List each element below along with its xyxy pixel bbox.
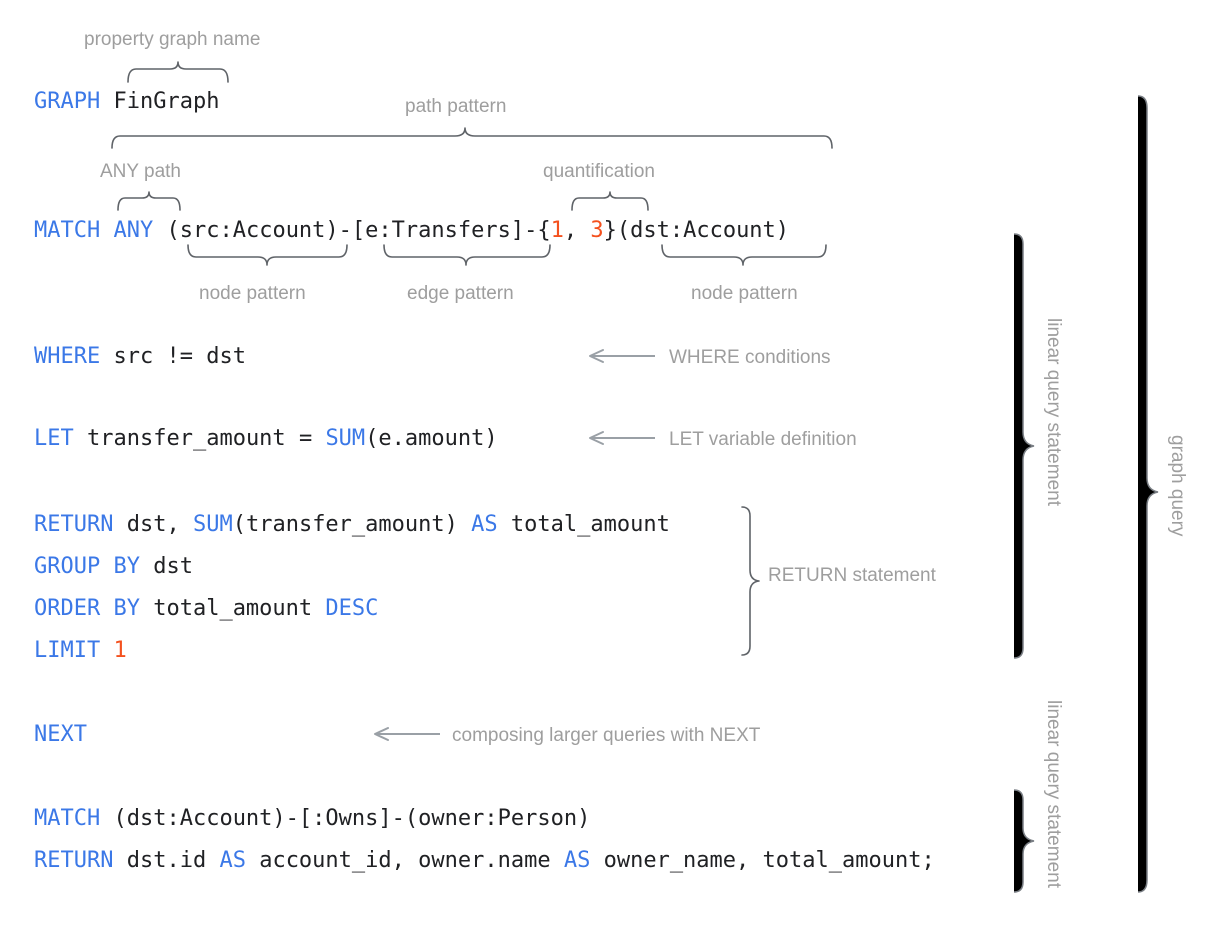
label-property-graph-name: property graph name — [84, 29, 261, 50]
return-2-a: dst.id — [126, 848, 220, 873]
let-variable-name: transfer_amount — [87, 426, 286, 451]
arrow-where-conditions — [587, 348, 657, 364]
keyword-next: NEXT — [34, 722, 87, 747]
arrow-composing-with-next — [372, 726, 442, 742]
keyword-desc: DESC — [325, 596, 379, 621]
return-2-b: account_id, owner.name — [245, 848, 564, 873]
quant-close-brace: } — [603, 218, 617, 243]
code-line-return-1: RETURN dst, SUM(transfer_amount) AS tota… — [34, 514, 670, 536]
sp8 — [140, 554, 153, 579]
code-line-let: LET transfer_amount = SUM(e.amount) — [34, 428, 498, 450]
order-by-expression: total_amount — [153, 596, 313, 621]
function-sum: SUM — [325, 426, 366, 451]
sp6 — [312, 426, 325, 451]
code-line-group-by: GROUP BY dst — [34, 556, 193, 578]
brace-node-pattern-dst — [660, 244, 830, 267]
sp11 — [100, 638, 113, 663]
quant-upper-bound: 3 — [590, 218, 604, 243]
return-columns: dst, — [126, 512, 193, 537]
label-any-path: ANY path — [100, 161, 181, 182]
keyword-any: ANY — [113, 218, 154, 243]
sp9 — [140, 596, 153, 621]
src-node-pattern: (src:Account) — [166, 218, 339, 243]
code-line-where: WHERE src != dst — [34, 346, 246, 368]
keyword-return: RETURN — [34, 512, 114, 537]
code-line-order-by: ORDER BY total_amount DESC — [34, 598, 378, 620]
dash-1: - — [338, 218, 352, 243]
return-alias: total_amount — [497, 512, 670, 537]
keyword-match-2: MATCH — [34, 806, 101, 831]
keyword-limit: LIMIT — [34, 638, 101, 663]
return-sum-argument: (transfer_amount) — [232, 512, 472, 537]
brace-linear-query-statement-2 — [1010, 788, 1038, 894]
edge-pattern-text: [e:Transfers] — [351, 218, 525, 243]
label-node-pattern-src: node pattern — [199, 283, 306, 304]
brace-linear-query-statement-1 — [1010, 232, 1038, 660]
quant-lower-bound: 1 — [550, 218, 564, 243]
sp3 — [100, 344, 113, 369]
code-line-match: MATCH ANY (src:Account)-[e:Transfers]-{1… — [34, 220, 789, 242]
keyword-group-by: GROUP BY — [34, 554, 140, 579]
code-line-next: NEXT — [34, 724, 87, 746]
sp7 — [113, 512, 126, 537]
graph-name-separator — [100, 89, 113, 114]
label-node-pattern-dst: node pattern — [691, 283, 798, 304]
limit-value: 1 — [113, 638, 127, 663]
keyword-order-by: ORDER BY — [34, 596, 140, 621]
label-quantification: quantification — [543, 161, 655, 182]
arrow-let-variable-definition — [587, 430, 657, 446]
function-sum-2: SUM — [192, 512, 233, 537]
sp13 — [113, 848, 126, 873]
keyword-as-3: AS — [563, 848, 591, 873]
where-expression: src != dst — [113, 344, 246, 369]
label-where-conditions: WHERE conditions — [669, 347, 831, 368]
sp1 — [100, 218, 113, 243]
group-by-expression: dst — [153, 554, 193, 579]
label-let-variable-definition: LET variable definition — [669, 429, 857, 450]
quant-separator: , — [563, 218, 591, 243]
label-edge-pattern: edge pattern — [407, 283, 514, 304]
brace-any-path — [116, 190, 182, 211]
brace-quantification — [570, 190, 650, 211]
match-2-pattern: (dst:Account)-[:Owns]-(owner:Person) — [113, 806, 591, 831]
keyword-let: LET — [34, 426, 74, 451]
return-2-c: owner_name, total_amount; — [590, 848, 935, 873]
dash-2: - — [524, 218, 538, 243]
brace-graph-query — [1134, 94, 1162, 894]
keyword-as-1: AS — [471, 512, 498, 537]
brace-property-graph-name — [126, 60, 230, 83]
brace-edge-pattern — [382, 244, 554, 267]
brace-return-statement — [738, 505, 762, 657]
sp2 — [153, 218, 166, 243]
keyword-return-2: RETURN — [34, 848, 114, 873]
dst-node-pattern: (dst:Account) — [616, 218, 790, 243]
keyword-as-2: AS — [219, 848, 246, 873]
quant-open-brace: { — [537, 218, 551, 243]
sp12 — [100, 806, 113, 831]
keyword-where: WHERE — [34, 344, 101, 369]
keyword-match: MATCH — [34, 218, 101, 243]
label-linear-query-statement-1: linear query statement — [1043, 318, 1064, 506]
code-line-match-2: MATCH (dst:Account)-[:Owns]-(owner:Perso… — [34, 808, 590, 830]
sp10 — [312, 596, 325, 621]
label-composing-with-next: composing larger queries with NEXT — [452, 725, 761, 746]
code-line-return-2: RETURN dst.id AS account_id, owner.name … — [34, 850, 935, 872]
label-graph-query: graph query — [1167, 435, 1188, 537]
sp5 — [286, 426, 299, 451]
code-line-limit: LIMIT 1 — [34, 640, 127, 662]
sp4 — [74, 426, 87, 451]
keyword-graph: GRAPH — [34, 89, 101, 114]
label-return-statement: RETURN statement — [768, 565, 936, 586]
brace-path-pattern — [110, 126, 834, 149]
label-path-pattern: path pattern — [405, 96, 507, 117]
label-linear-query-statement-2: linear query statement — [1043, 700, 1064, 888]
graph-name: FinGraph — [113, 89, 220, 114]
brace-node-pattern-src — [186, 244, 351, 267]
let-equals: = — [298, 426, 313, 451]
code-line-graph: GRAPH FinGraph — [34, 91, 219, 113]
let-sum-argument: (e.amount) — [365, 426, 498, 451]
